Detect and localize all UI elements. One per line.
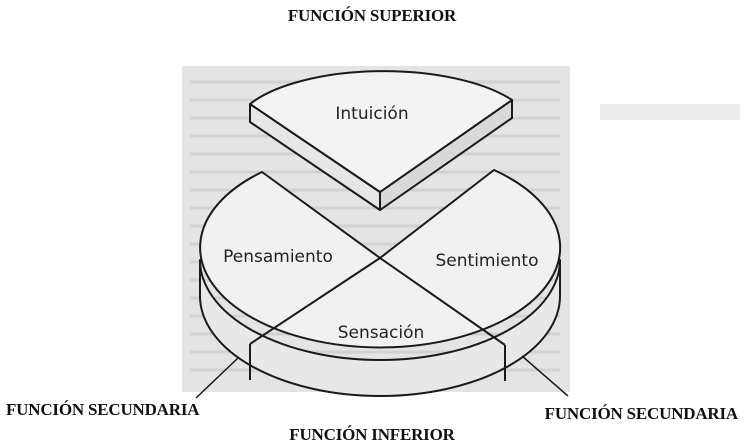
caption-funcion-inferior: FUNCIÓN INFERIOR bbox=[289, 425, 455, 444]
caption-funcion-secundaria-left: FUNCIÓN SECUNDARIA bbox=[6, 400, 200, 419]
wedge-top-face bbox=[249, 70, 513, 193]
label-sentimiento: Sentimiento bbox=[436, 251, 539, 271]
label-intuicion: Intuición bbox=[335, 104, 408, 124]
divider-left-to-center bbox=[249, 257, 381, 345]
caption-funcion-secundaria-right: FUNCIÓN SECUNDARIA bbox=[544, 404, 739, 423]
pointer-left bbox=[195, 357, 239, 399]
label-pensamiento: Pensamiento bbox=[223, 247, 333, 267]
pointer-right bbox=[521, 355, 569, 397]
divider-center-to-right bbox=[379, 257, 506, 346]
label-sensacion: Sensación bbox=[338, 323, 425, 343]
caption-funcion-superior: FUNCIÓN SUPERIOR bbox=[287, 6, 457, 25]
disc-side bbox=[199, 259, 561, 397]
scan-margin-mark bbox=[600, 104, 740, 120]
